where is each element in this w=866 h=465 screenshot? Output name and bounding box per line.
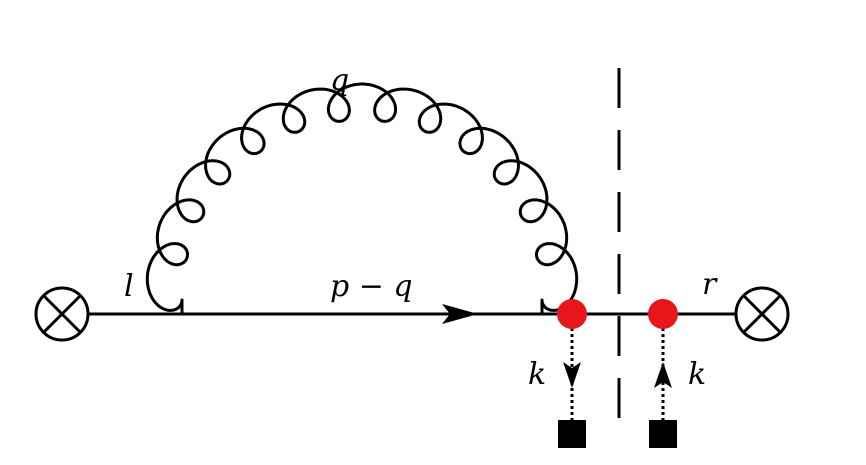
arrow-down-icon [563,362,581,388]
arrow-up-icon [654,362,672,388]
vertex-left [557,299,587,329]
fermion-arrow-icon [442,304,478,324]
otimes-left-icon [34,286,90,342]
source-square-left-icon [558,420,586,448]
label-left-momentum: l [124,269,134,304]
label-right-momentum: r [702,267,718,302]
otimes-right-icon [734,286,790,342]
vertex-right [648,299,678,329]
label-left-k: k [528,357,546,392]
gluon-propagator [145,82,579,316]
source-square-right-icon [649,420,677,448]
label-right-k: k [688,357,706,392]
label-internal-momentum: p − q [330,269,413,304]
label-gluon-momentum: q [330,63,349,98]
